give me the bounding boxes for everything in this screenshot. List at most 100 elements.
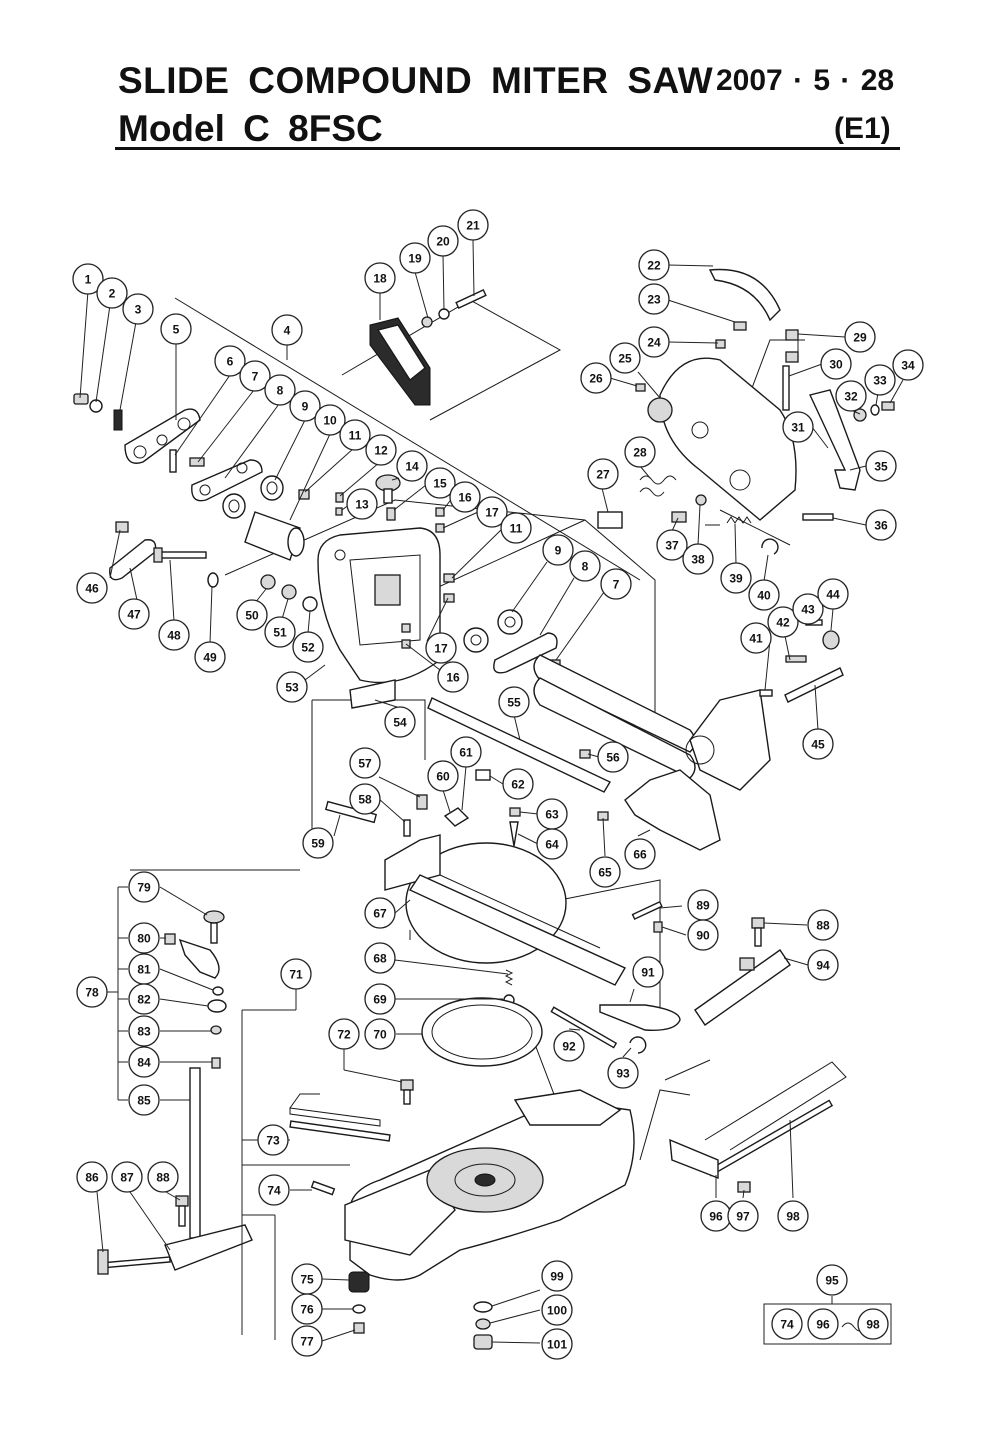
callout-circle [589,856,621,888]
part-callout-58: 58 [349,783,381,815]
callout-circle [777,1200,809,1232]
part-callout-31: 31 [782,411,814,443]
part-callout-47: 47 [118,598,150,630]
callout-circle [349,783,381,815]
part-callout-88: 88 [807,909,839,941]
callout-circle [638,283,670,315]
callout-number: 6 [227,355,234,369]
callout-number: 64 [545,838,559,852]
callout-circle [76,572,108,604]
callout-number: 56 [606,751,620,765]
part-callout-18: 18 [364,262,396,294]
callout-number: 39 [729,572,743,586]
callout-number: 29 [853,331,867,345]
callout-circle [502,768,534,800]
callout-circle [339,419,371,451]
part-callout-6: 6 [214,345,246,377]
callout-number: 7 [613,578,620,592]
callout-number: 49 [203,651,217,665]
callout-circle [276,671,308,703]
callout-circle [427,760,459,792]
callout-circle [740,622,772,654]
part-callout-14: 14 [396,450,428,482]
part-callout-98: 98 [857,1308,889,1340]
part-callout-98: 98 [777,1200,809,1232]
callout-number: 85 [137,1094,151,1108]
part-callout-59: 59 [302,827,334,859]
part-callout-13: 13 [346,488,378,520]
part-callout-53: 53 [276,671,308,703]
part-callout-36: 36 [865,509,897,541]
part-callout-33: 33 [864,364,896,396]
part-callout-64: 64 [536,828,568,860]
part-callout-46: 46 [76,572,108,604]
part-callout-57: 57 [349,747,381,779]
part-callout-29: 29 [844,321,876,353]
part-callout-30: 30 [820,348,852,380]
callout-circle [807,949,839,981]
part-callout-76: 76 [291,1293,323,1325]
part-callout-62: 62 [502,768,534,800]
part-callout-82: 82 [128,983,160,1015]
callout-number: 99 [550,1270,564,1284]
callout-circle [291,1325,323,1357]
callout-number: 14 [405,460,419,474]
callout-number: 90 [696,929,710,943]
callout-number: 50 [245,609,259,623]
part-callout-22: 22 [638,249,670,281]
callout-circle [782,411,814,443]
callout-number: 89 [696,899,710,913]
part-callout-48: 48 [158,619,190,651]
callout-circle [682,543,714,575]
part-callout-50: 50 [236,599,268,631]
part-callout-80: 80 [128,922,160,954]
part-callout-72: 72 [328,1018,360,1050]
part-callout-83: 83 [128,1015,160,1047]
callout-circle [236,599,268,631]
kit-box-95 [763,1303,892,1345]
part-callout-88: 88 [147,1161,179,1193]
callout-circle [600,568,632,600]
callout-number: 61 [459,746,473,760]
callout-number: 57 [358,757,372,771]
callout-number: 26 [589,372,603,386]
callout-number: 31 [791,421,805,435]
callout-circle [289,390,321,422]
callout-circle [835,380,867,412]
callout-number: 98 [786,1210,800,1224]
part-callout-56: 56 [597,741,629,773]
callout-number: 12 [374,444,388,458]
callout-circle [748,579,780,611]
part-callout-60: 60 [427,760,459,792]
callout-circle [542,534,574,566]
callout-circle [128,1084,160,1116]
callout-circle [597,741,629,773]
callout-circle [96,277,128,309]
callout-number: 66 [633,848,647,862]
callout-circle [396,450,428,482]
callout-circle [76,1161,108,1193]
part-callout-4: 4 [271,314,303,346]
callout-number: 84 [137,1056,151,1070]
part-callout-34: 34 [892,349,924,381]
callout-number: 70 [373,1028,387,1042]
callout-number: 23 [647,293,661,307]
callout-number: 13 [355,498,369,512]
callout-number: 5 [173,323,180,337]
callout-number: 8 [277,384,284,398]
callout-number: 7 [252,370,259,384]
callout-number: 8 [582,560,589,574]
part-callout-55: 55 [498,686,530,718]
part-callout-11: 11 [339,419,371,451]
callout-number: 97 [736,1210,750,1224]
part-callout-77: 77 [291,1325,323,1357]
part-callout-96: 96 [807,1308,839,1340]
callout-circle [820,348,852,380]
part-callout-19: 19 [399,242,431,274]
part-callout-21: 21 [457,209,489,241]
part-callout-65: 65 [589,856,621,888]
callout-number: 101 [547,1338,567,1352]
callout-number: 19 [408,252,422,266]
callout-circle [638,326,670,358]
